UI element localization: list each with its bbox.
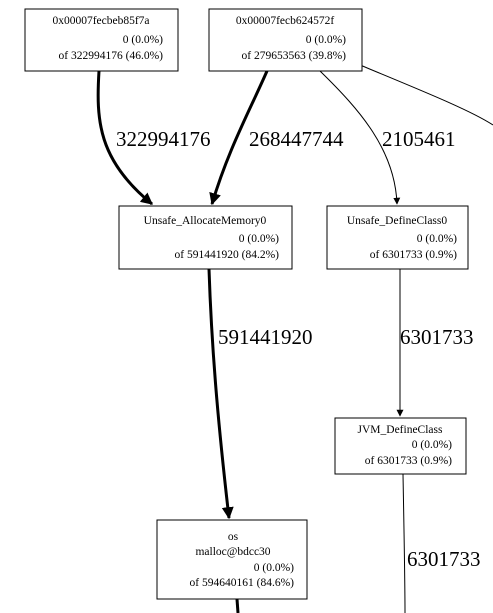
node-cum-value: of 591441920 (84.2%) <box>175 249 280 261</box>
node-cum-value: of 6301733 (0.9%) <box>365 455 452 467</box>
edge-n2-to-n4 <box>319 70 401 205</box>
edge-n5-offscreen <box>402 473 406 613</box>
edge-n1-to-n3 <box>96 70 153 206</box>
node-flat-value: 0 (0.0%) <box>306 34 346 46</box>
graph-node-unsafe-defineclass0[interactable]: Unsafe_DefineClass0 0 (0.0%) of 6301733 … <box>326 205 469 270</box>
node-flat-value: 0 (0.0%) <box>239 233 279 245</box>
edge-label-e6: 6301733 <box>407 547 481 571</box>
edge-n6-offscreen <box>235 598 240 613</box>
graph-node-jvm-defineclass[interactable]: JVM_DefineClass 0 (0.0%) of 6301733 (0.9… <box>334 417 467 475</box>
edge-label-e1: 322994176 <box>116 127 211 151</box>
node-cum-value: of 322994176 (46.0%) <box>59 50 164 62</box>
edge-label-e4: 591441920 <box>218 325 313 349</box>
node-title: 0x00007fecb624572f <box>236 15 335 27</box>
edge-label-e5: 6301733 <box>400 325 474 349</box>
edge-label-e3: 2105461 <box>382 127 456 151</box>
node-title: JVM_DefineClass <box>358 424 443 436</box>
node-title: 0x00007fecbeb85f7a <box>52 15 149 27</box>
edge-labels: 322994176 268447744 2105461 591441920 63… <box>116 127 481 571</box>
node-flat-value: 0 (0.0%) <box>417 233 457 245</box>
node-title: Unsafe_AllocateMemory0 <box>144 215 267 227</box>
node-flat-value: 0 (0.0%) <box>123 34 163 46</box>
edge-n2-to-n3 <box>209 70 269 206</box>
node-cum-value: of 279653563 (39.8%) <box>242 50 347 62</box>
graph-node-unsafe-allocatememory0[interactable]: Unsafe_AllocateMemory0 0 (0.0%) of 59144… <box>118 205 293 270</box>
node-title: os <box>228 531 239 543</box>
node-flat-value: 0 (0.0%) <box>254 562 294 574</box>
graph-node-0x00007fecbeb85f7a[interactable]: 0x00007fecbeb85f7a 0 (0.0%) of 322994176… <box>24 8 179 72</box>
edge-n3-to-n6 <box>207 268 234 520</box>
graph-edges <box>96 64 493 613</box>
graph-node-os-malloc[interactable]: os malloc@bdcc30 0 (0.0%) of 594640161 (… <box>156 519 308 600</box>
node-cum-value: of 594640161 (84.6%) <box>190 577 295 589</box>
graph-node-0x00007fecb624572f[interactable]: 0x00007fecb624572f 0 (0.0%) of 279653563… <box>208 8 363 72</box>
edge-label-e2: 268447744 <box>249 127 344 151</box>
node-title-line2: malloc@bdcc30 <box>195 546 270 558</box>
node-cum-value: of 6301733 (0.9%) <box>370 249 457 261</box>
node-title: Unsafe_DefineClass0 <box>347 215 448 227</box>
node-flat-value: 0 (0.0%) <box>412 439 452 451</box>
edge-n2-offscreen <box>359 64 493 126</box>
